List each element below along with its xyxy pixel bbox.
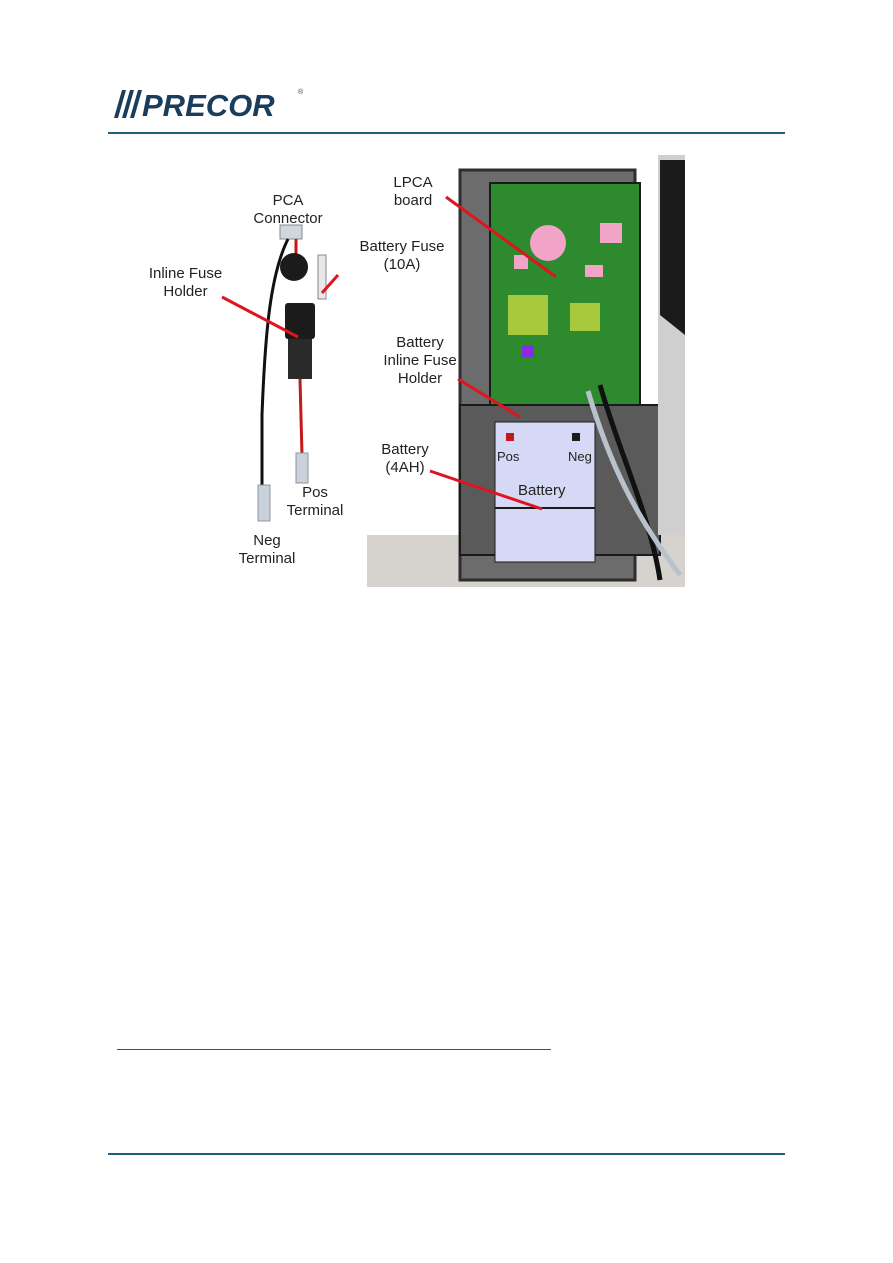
- header-rule: [108, 132, 785, 134]
- label-neg-terminal: Neg Terminal: [238, 532, 296, 567]
- label-neg-small: Neg: [568, 449, 592, 464]
- link-underline: [117, 1049, 551, 1050]
- precor-logo: PRECOR ®: [114, 88, 304, 122]
- footer-rule: [108, 1153, 785, 1155]
- label-pos-terminal: Pos Terminal: [286, 484, 344, 519]
- callout-lines: [221, 195, 557, 511]
- chassis: [367, 155, 685, 587]
- battery-figure: PCA Connector Battery Fuse (10A) Inline …: [130, 155, 685, 587]
- label-inline-fuse-holder: Inline Fuse Holder: [148, 265, 223, 300]
- label-pca-connector: PCA Connector: [253, 192, 323, 227]
- fuse-holder-assembly: [257, 224, 327, 522]
- logo-text: PRECOR: [142, 88, 275, 122]
- label-battery-inline-fuse-holder: Battery Inline Fuse Holder: [383, 334, 457, 387]
- svg-text:®: ®: [298, 88, 304, 96]
- label-lpca-board: LPCA board: [393, 174, 433, 209]
- label-battery-body: Battery: [518, 482, 566, 499]
- label-battery-fuse: Battery Fuse (10A): [359, 238, 445, 273]
- label-pos-small: Pos: [497, 449, 520, 464]
- battery-block: [494, 421, 596, 563]
- label-battery-4ah: Battery (4AH): [381, 441, 429, 476]
